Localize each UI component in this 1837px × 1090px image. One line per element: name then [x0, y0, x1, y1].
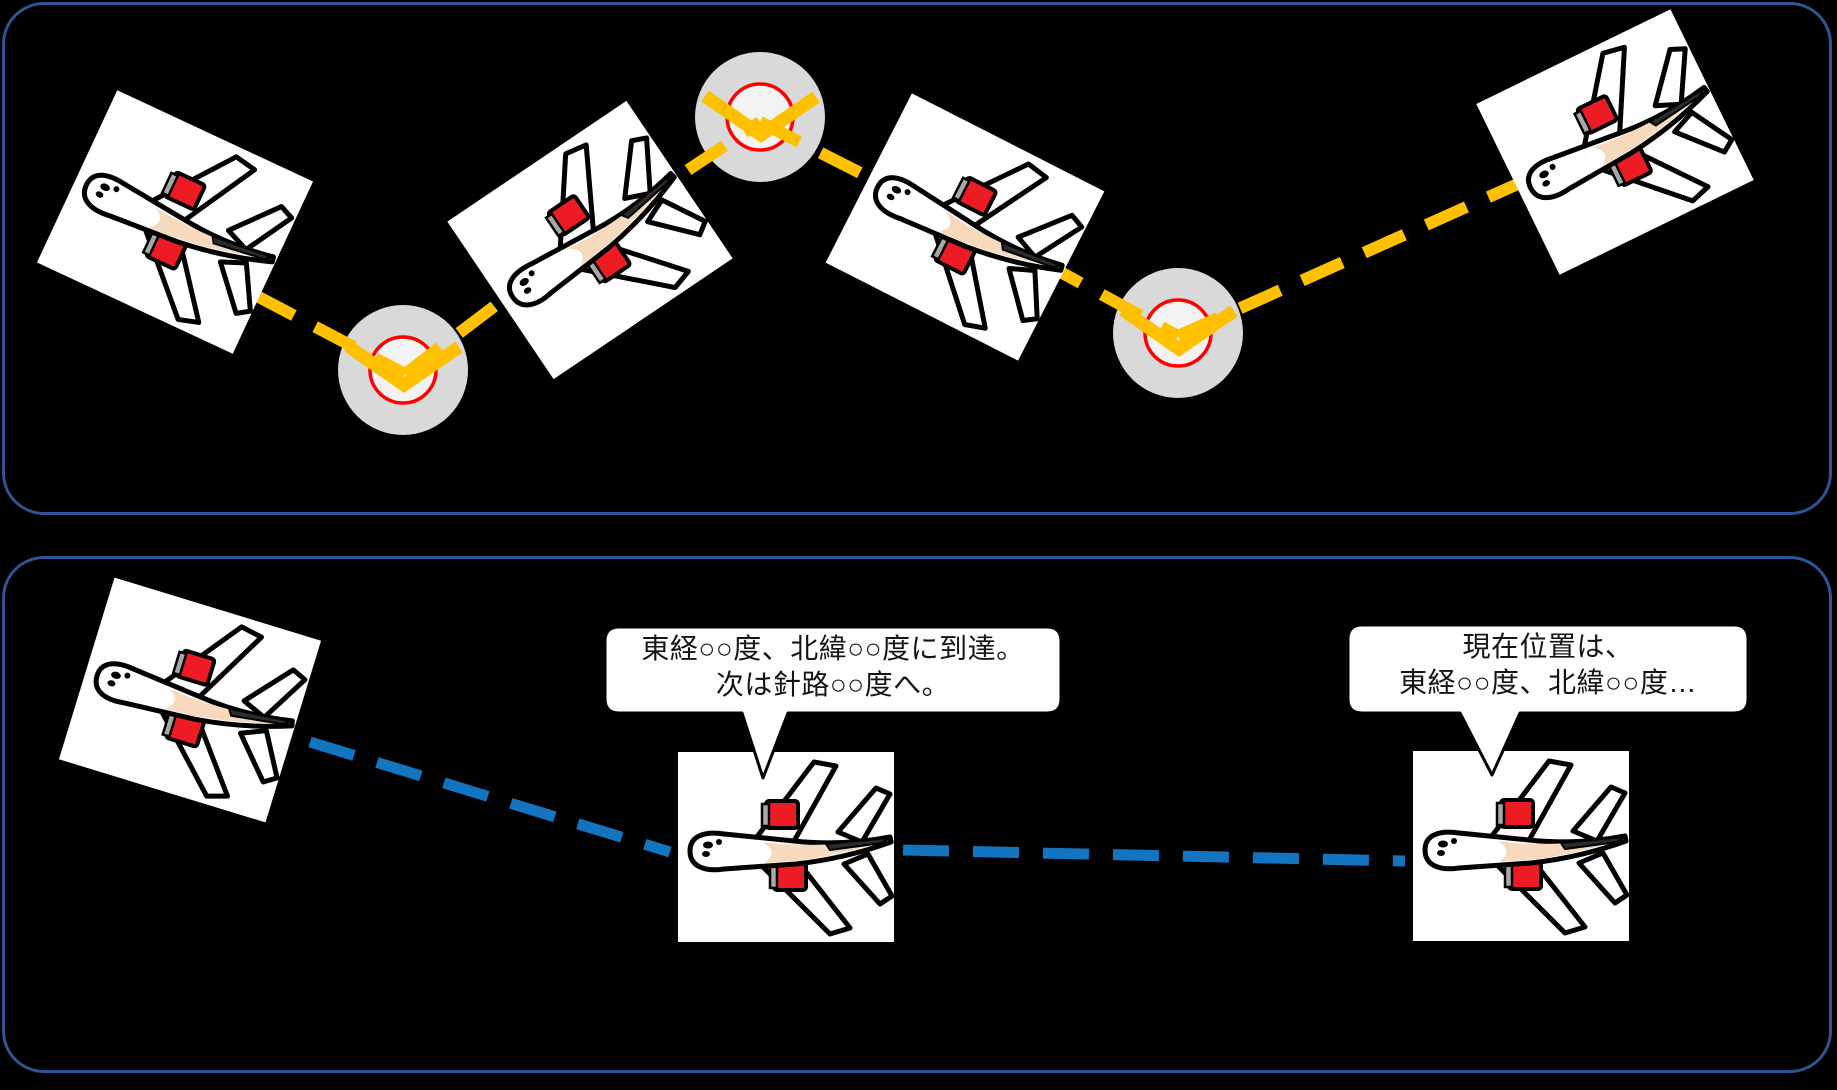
bubble-line: 東経○○度、北緯○○度… [1399, 667, 1697, 698]
leg-segment-1 [308, 736, 672, 858]
route-segment-4 [757, 116, 887, 191]
airplane-icon-route-2 [447, 101, 732, 379]
waypoint-turn-chevrons [344, 90, 1238, 393]
airplane-icon-track-2 [678, 752, 894, 942]
route-segment-2 [401, 291, 512, 379]
airplane-icon-route-4 [1476, 9, 1753, 274]
turn-chevron-icon [344, 340, 463, 393]
bubble-line: 次は針路○○度へ。 [716, 669, 950, 700]
bubble-line: 東経○○度、北緯○○度に到達。 [641, 633, 1024, 664]
airplane-icon-route-1 [37, 90, 313, 353]
airplanes [37, 9, 1754, 942]
waypoint-target-icon [695, 52, 825, 182]
turn-chevron-icon [1119, 304, 1238, 357]
speech-bubbles: 東経○○度、北緯○○度に到達。 次は針路○○度へ。 現在位置は、 東経○○度、北… [603, 623, 1750, 780]
position-report-panel [2, 556, 1832, 1073]
waypoint-route-panel [2, 2, 1832, 515]
bubble-line: 現在位置は、 [1462, 631, 1633, 662]
speech-bubble-waypoint-report [603, 625, 1063, 780]
route-segment-5 [1039, 256, 1181, 342]
leg-segment-2 [902, 844, 1406, 867]
airplane-icon-route-3 [826, 93, 1105, 360]
flown-track-dashed [308, 736, 1406, 867]
airplane-icon-track-1 [59, 578, 321, 823]
airplane-icon-track-3 [1413, 751, 1629, 941]
route-segment-6 [1175, 177, 1523, 342]
speech-bubble-position-report [1346, 623, 1750, 777]
turn-chevron-icon [701, 90, 820, 143]
